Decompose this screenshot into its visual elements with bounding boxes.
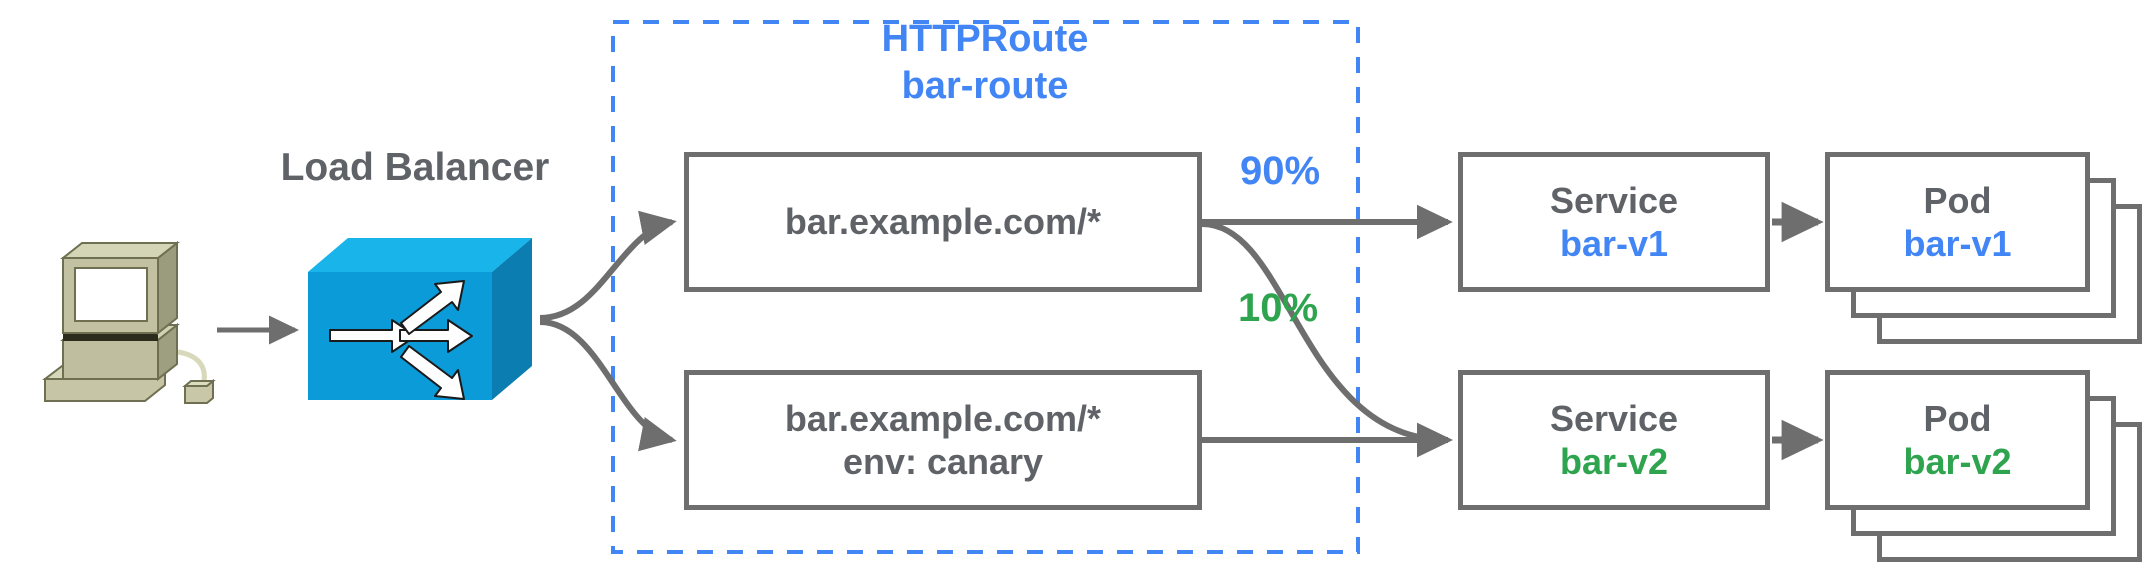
pod-v2-replica-1[interactable]: Pod bar-v2: [1825, 370, 2090, 510]
arrow-lb-to-rule-primary: [539, 210, 677, 321]
httproute-dashed-boundary: [611, 20, 1360, 554]
pod-v2-kind: Pod: [1923, 397, 1992, 439]
service-v1-kind: Service: [1549, 179, 1679, 221]
pod-v2-name: bar-v2: [1903, 441, 2012, 482]
pod-v1-name: bar-v1: [1903, 223, 2012, 264]
arrow-lb-to-rule-canary: [539, 319, 677, 452]
weight-label-10: 10%: [1237, 286, 1319, 330]
workstation-icon: [42, 240, 216, 404]
httproute-rule-primary[interactable]: bar.example.com/*: [684, 152, 1202, 292]
httproute-rule-canary[interactable]: bar.example.com/* env: canary: [684, 370, 1202, 510]
service-v2-kind: Service: [1549, 397, 1679, 439]
weight-label-90: 90%: [1239, 149, 1321, 193]
service-v2-name: bar-v2: [1559, 441, 1669, 482]
pod-v1-kind: Pod: [1923, 179, 1992, 221]
rule-primary-match-line-1: bar.example.com/*: [784, 201, 1102, 243]
rule-canary-match-line-1: bar.example.com/*: [784, 397, 1102, 439]
load-balancer-label: Load Balancer: [280, 146, 550, 189]
pod-stack-bar-v1: Pod bar-v1: [1825, 152, 2145, 352]
rule-canary-match-line-2: env: canary: [842, 441, 1044, 482]
pod-v1-replica-1[interactable]: Pod bar-v1: [1825, 152, 2090, 292]
service-v1-name: bar-v1: [1559, 223, 1669, 264]
service-bar-v2[interactable]: Service bar-v2: [1458, 370, 1770, 510]
httproute-kind-label: HTTPRoute: [881, 18, 1089, 60]
edge-10-percent: [1201, 221, 1453, 458]
service-bar-v1[interactable]: Service bar-v1: [1458, 152, 1770, 292]
httproute-name-label: bar-route: [901, 65, 1069, 107]
network-switch-icon: [308, 238, 532, 400]
pod-stack-bar-v2: Pod bar-v2: [1825, 370, 2145, 570]
